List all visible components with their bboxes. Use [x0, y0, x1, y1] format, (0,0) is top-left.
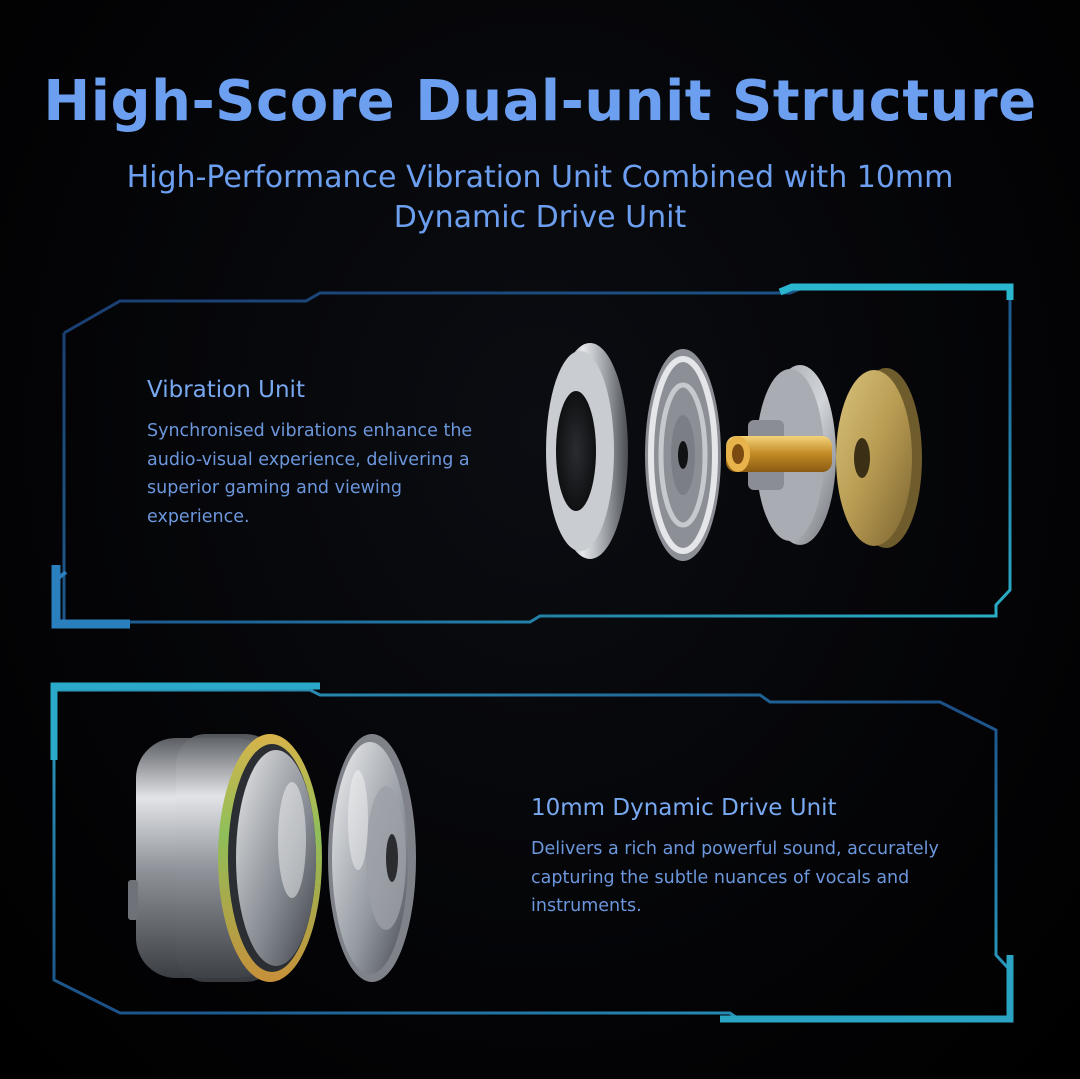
- driver-diaphragm-part: [328, 734, 416, 982]
- vibration-spring-part: [645, 349, 721, 561]
- vibration-weight-part: [836, 368, 922, 548]
- vibration-unit-description: Synchronised vibrations enhance the audi…: [147, 421, 473, 527]
- vibration-magnet-part: [726, 365, 836, 545]
- driver-can-part: [128, 734, 322, 982]
- drive-unit-description: Delivers a rich and powerful sound, accu…: [531, 839, 939, 916]
- drive-panel-frame: [50, 682, 1014, 1023]
- vibration-panel-frame: [51, 283, 1014, 629]
- vibration-unit-title: Vibration Unit: [147, 377, 305, 403]
- page-title: High-Score Dual-unit Structure: [43, 69, 1037, 134]
- page-subtitle: High-Performance Vibration Unit Combined…: [126, 160, 954, 235]
- drive-unit-title: 10mm Dynamic Drive Unit: [531, 795, 837, 821]
- vibration-unit-info: Vibration Unit Synchronised vibrations e…: [147, 375, 477, 531]
- drive-unit-info: 10mm Dynamic Drive Unit Delivers a rich …: [531, 793, 951, 921]
- vibration-cover-part: [546, 343, 628, 559]
